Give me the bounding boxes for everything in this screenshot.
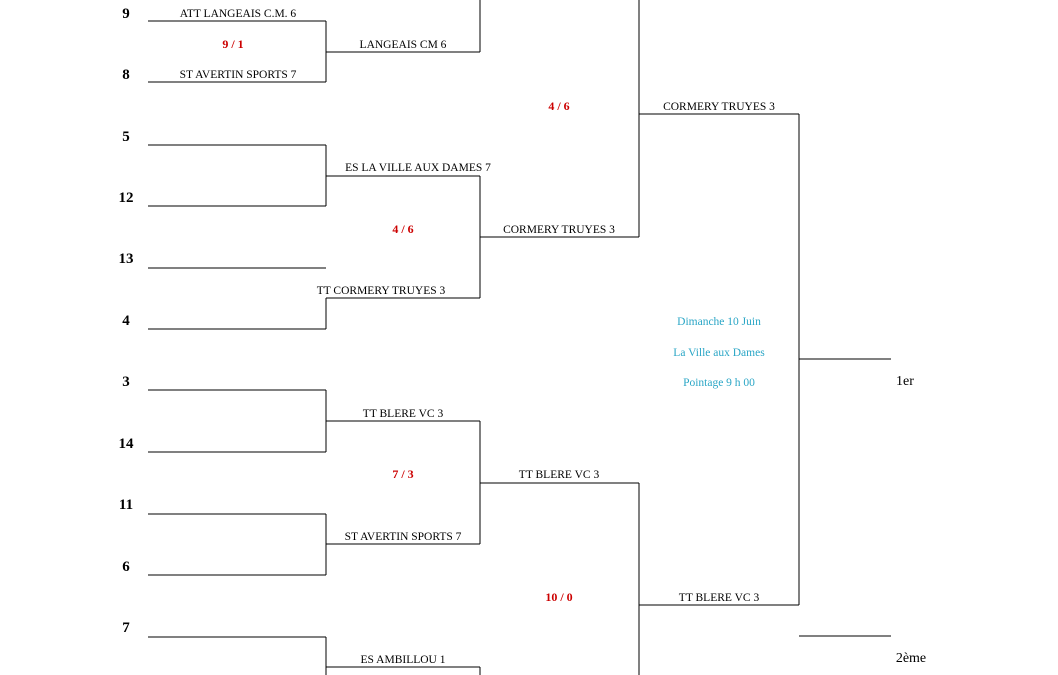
team-name: TT BLERE VC 3	[519, 469, 600, 481]
match-score: 4 / 6	[548, 99, 569, 113]
second-place-label: 2ème	[896, 651, 926, 666]
seed-number: 4	[122, 313, 130, 329]
seed-number: 11	[119, 497, 133, 513]
event-venue: La Ville aux Dames	[673, 347, 765, 359]
match-score: 10 / 0	[545, 590, 572, 604]
seed-number: 6	[122, 559, 130, 575]
team-name: TT BLERE VC 3	[679, 592, 760, 604]
match-score: 7 / 3	[392, 467, 413, 481]
team-name: ATT LANGEAIS C.M. 6	[180, 8, 297, 20]
team-name: CORMERY TRUYES 3	[663, 101, 775, 113]
match-score: 9 / 1	[222, 37, 243, 51]
team-name: CORMERY TRUYES 3	[503, 224, 615, 236]
seed-number: 9	[122, 6, 130, 22]
event-date: Dimanche 10 Juin	[677, 316, 761, 328]
seed-number: 13	[119, 251, 134, 267]
team-name: ST AVERTIN SPORTS 7	[180, 69, 297, 81]
seed-number: 5	[122, 129, 130, 145]
team-name: ES LA VILLE AUX DAMES 7	[345, 162, 491, 174]
first-place-label: 1er	[896, 374, 914, 389]
team-name: TT CORMERY TRUYES 3	[317, 285, 446, 297]
seed-number: 14	[119, 436, 135, 452]
seed-number: 3	[122, 374, 130, 390]
seed-number: 12	[119, 190, 134, 206]
seed-number: 8	[122, 67, 130, 83]
team-name: ST AVERTIN SPORTS 7	[345, 531, 462, 543]
match-score: 4 / 6	[392, 222, 413, 236]
team-name: TT BLERE VC 3	[363, 408, 444, 420]
team-name: ES AMBILLOU 1	[361, 654, 446, 666]
seed-number: 7	[122, 620, 130, 636]
team-name: LANGEAIS CM 6	[360, 39, 447, 51]
event-checkin: Pointage 9 h 00	[683, 377, 755, 389]
